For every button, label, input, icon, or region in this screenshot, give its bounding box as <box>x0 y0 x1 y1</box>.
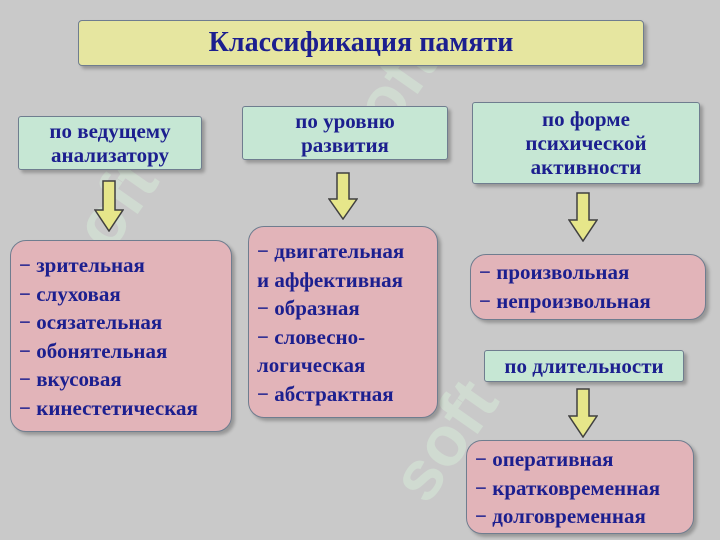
list-item: − вкусовая <box>19 367 122 391</box>
list-item: − двигательная <box>257 239 405 263</box>
list-analyzer: − зрительная − слуховая − осязательная −… <box>10 240 232 432</box>
list-item: − словесно- <box>257 324 366 349</box>
arrow-down-icon <box>568 192 598 242</box>
category-analyzer: по ведущему анализатору <box>18 116 202 170</box>
list-item: и аффективная <box>257 267 404 292</box>
list-item: − зрительная <box>19 253 145 277</box>
list-activity: − произвольная − непроизвольная <box>470 254 706 320</box>
arrow-down-icon <box>328 172 358 220</box>
list-item: − кинестетическая <box>19 395 198 420</box>
category-development: по уровню развития <box>242 106 448 160</box>
diagram-title: Классификация памяти <box>78 20 644 66</box>
list-item: − долговременная <box>475 504 646 528</box>
list-item: − произвольная <box>479 260 630 284</box>
list-duration: − оперативная − кратковременная − долгов… <box>466 440 694 534</box>
list-item: − кратковременная <box>475 475 661 500</box>
list-development: − двигательная и аффективная − образная … <box>248 226 438 418</box>
list-item: − слуховая <box>19 281 121 306</box>
list-item: − осязательная <box>19 310 163 334</box>
arrow-down-icon <box>568 388 598 438</box>
category-activity: по форме психической активности <box>472 102 700 184</box>
list-item: − обонятельная <box>19 338 168 363</box>
category-duration: по длительности <box>484 350 684 382</box>
list-item: логическая <box>257 353 366 377</box>
arrow-down-icon <box>94 180 124 232</box>
list-item: − оперативная <box>475 447 614 471</box>
list-item: − абстрактная <box>257 381 394 406</box>
list-item: − образная <box>257 296 360 320</box>
list-item: − непроизвольная <box>479 288 651 313</box>
